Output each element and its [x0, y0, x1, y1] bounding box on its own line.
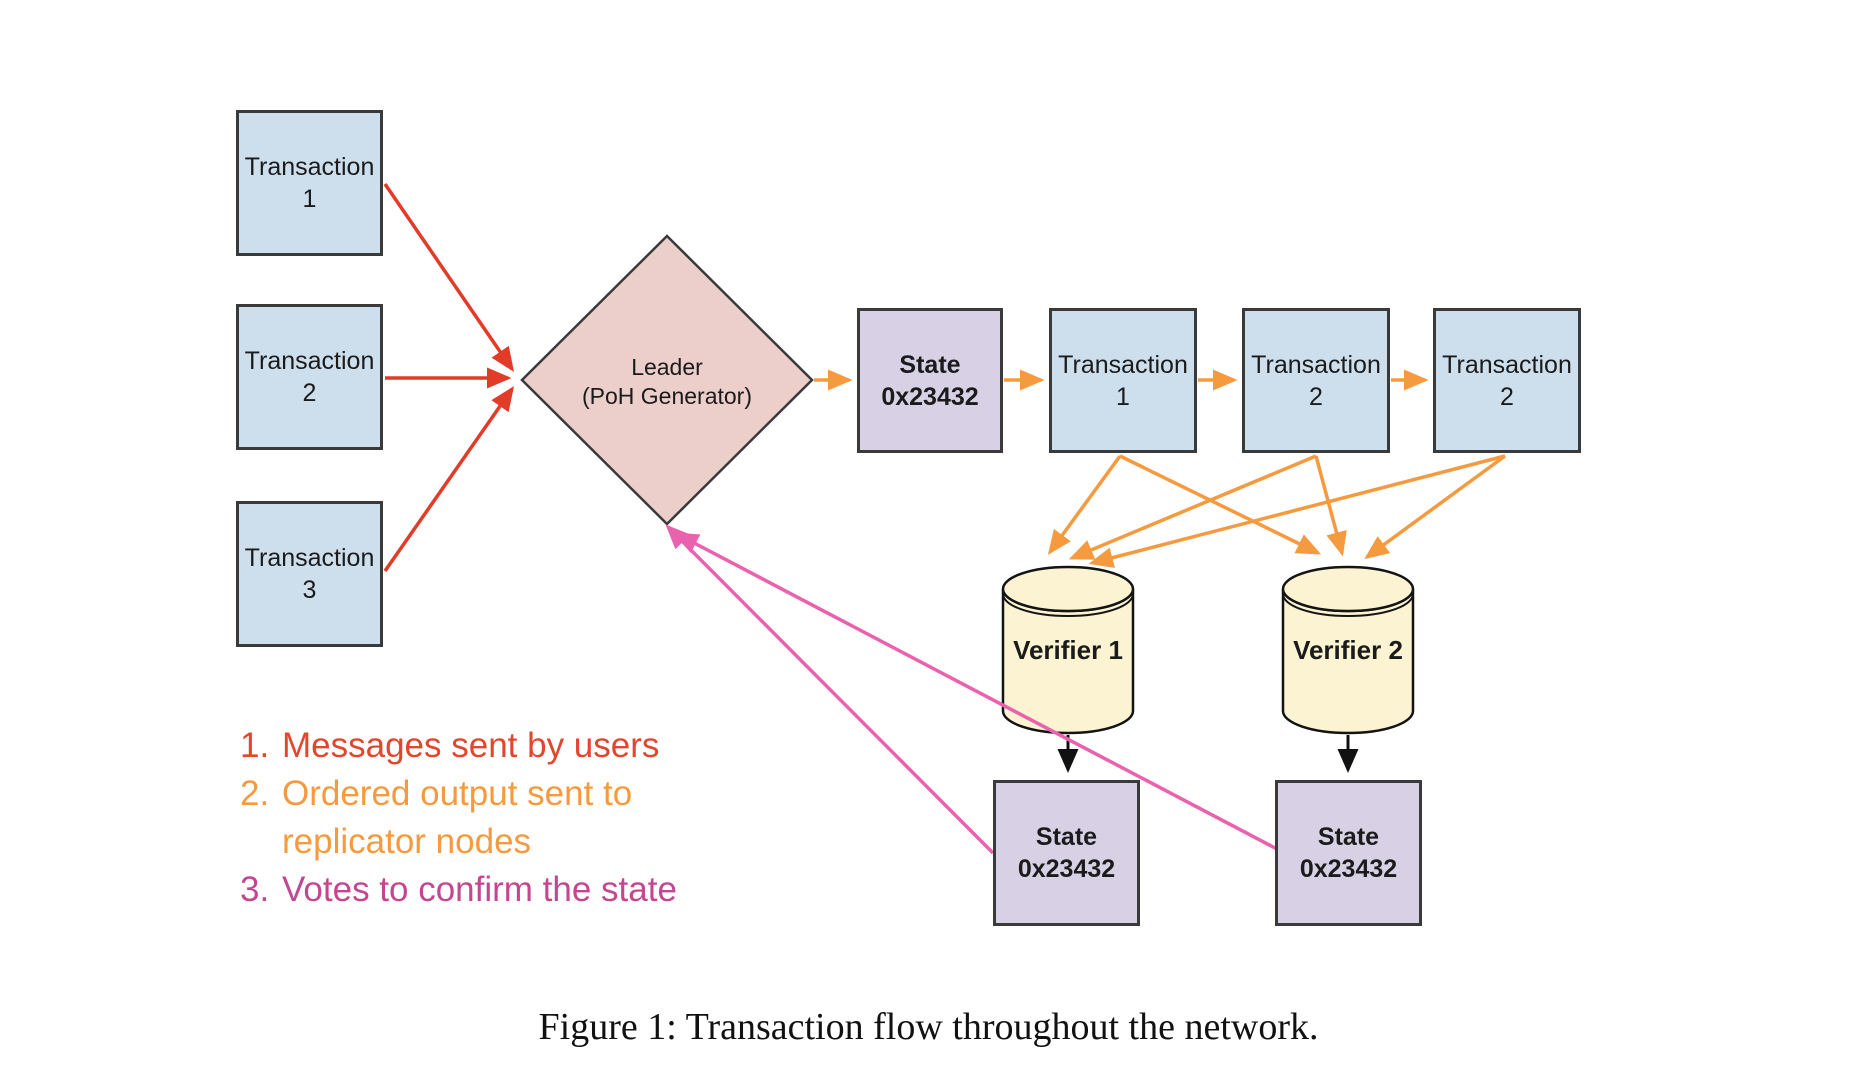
node-label: Transaction	[244, 544, 375, 572]
node-label: 0x23432	[1299, 855, 1398, 883]
legend-number: 3.	[240, 870, 270, 909]
arrow-tx2-to-verifier1	[1068, 454, 1317, 560]
node-label: State	[1035, 823, 1098, 851]
node-label: Transaction	[1442, 350, 1572, 379]
legend-number: 2.	[240, 774, 270, 813]
verifier-2-label: Verifier 2	[1283, 628, 1413, 674]
verifier-2-state-box: State 0x23432	[1275, 780, 1422, 926]
ordered-transaction-1-box: Transaction 1	[1049, 308, 1197, 453]
node-label: Transaction	[244, 153, 375, 181]
legend-item-votes: 3. Votes to confirm the state	[240, 866, 722, 914]
node-label: Verifier 2	[1293, 635, 1403, 666]
node-label: Transaction	[1251, 350, 1381, 379]
arrow-state2-vote-to-leader	[673, 532, 1278, 851]
ordered-transaction-2-box: Transaction 2	[1242, 308, 1390, 453]
node-label: 3	[302, 576, 317, 604]
legend-text: Votes to confirm the state	[282, 870, 677, 909]
arrow-user-tx3-to-leader	[383, 386, 515, 573]
node-label: 1	[302, 185, 317, 213]
node-label: Leader	[631, 353, 703, 380]
user-transaction-1-box: Transaction 1	[236, 110, 383, 256]
arrow-state1-vote-to-leader	[665, 524, 995, 855]
legend-text: Ordered output sent to replicator nodes	[282, 774, 633, 861]
leader-diamond-shape	[520, 234, 814, 526]
node-label: 1	[1116, 382, 1130, 411]
legend-item-messages: 1. Messages sent by users	[240, 722, 722, 770]
user-transaction-2-box: Transaction 2	[236, 304, 383, 450]
node-label: Transaction	[244, 347, 375, 375]
node-label: 2	[302, 379, 317, 407]
leader-node-label: Leader (PoH Generator)	[527, 336, 807, 428]
legend-text: Messages sent by users	[282, 726, 660, 765]
ordered-transaction-3-box: Transaction 2	[1433, 308, 1581, 453]
arrow-tx3-to-verifier2	[1364, 454, 1507, 560]
arrow-tx1-to-verifier2	[1119, 454, 1322, 555]
arrow-user-tx1-to-leader	[383, 183, 514, 372]
verifier1-cylinder-shape	[1001, 565, 1135, 735]
legend: 1. Messages sent by users 2. Ordered out…	[240, 722, 722, 914]
user-transaction-3-box: Transaction 3	[236, 501, 383, 647]
node-label: 0x23432	[881, 382, 979, 411]
node-label: State	[1317, 823, 1380, 851]
arrow-tx2-to-verifier2	[1314, 455, 1347, 557]
node-label: Verifier 1	[1013, 635, 1123, 666]
node-label: 2	[1309, 382, 1323, 411]
node-label: Transaction	[1058, 350, 1188, 379]
node-label: 0x23432	[1017, 855, 1116, 883]
figure-caption: Figure 1: Transaction flow throughout th…	[538, 1006, 1319, 1048]
arrow-tx1-to-verifier1	[1047, 454, 1122, 555]
arrow-tx3-to-verifier1	[1088, 454, 1506, 568]
state-output-box: State 0x23432	[857, 308, 1003, 453]
verifier2-cylinder-shape	[1281, 565, 1415, 735]
node-label: (PoH Generator)	[581, 383, 752, 409]
node-label: 2	[1500, 382, 1514, 411]
node-label: State	[899, 350, 961, 379]
legend-number: 1.	[240, 726, 270, 765]
verifier-1-state-box: State 0x23432	[993, 780, 1140, 926]
legend-item-ordered-output: 2. Ordered output sent to replicator nod…	[240, 770, 722, 866]
verifier-1-label: Verifier 1	[1003, 628, 1133, 674]
